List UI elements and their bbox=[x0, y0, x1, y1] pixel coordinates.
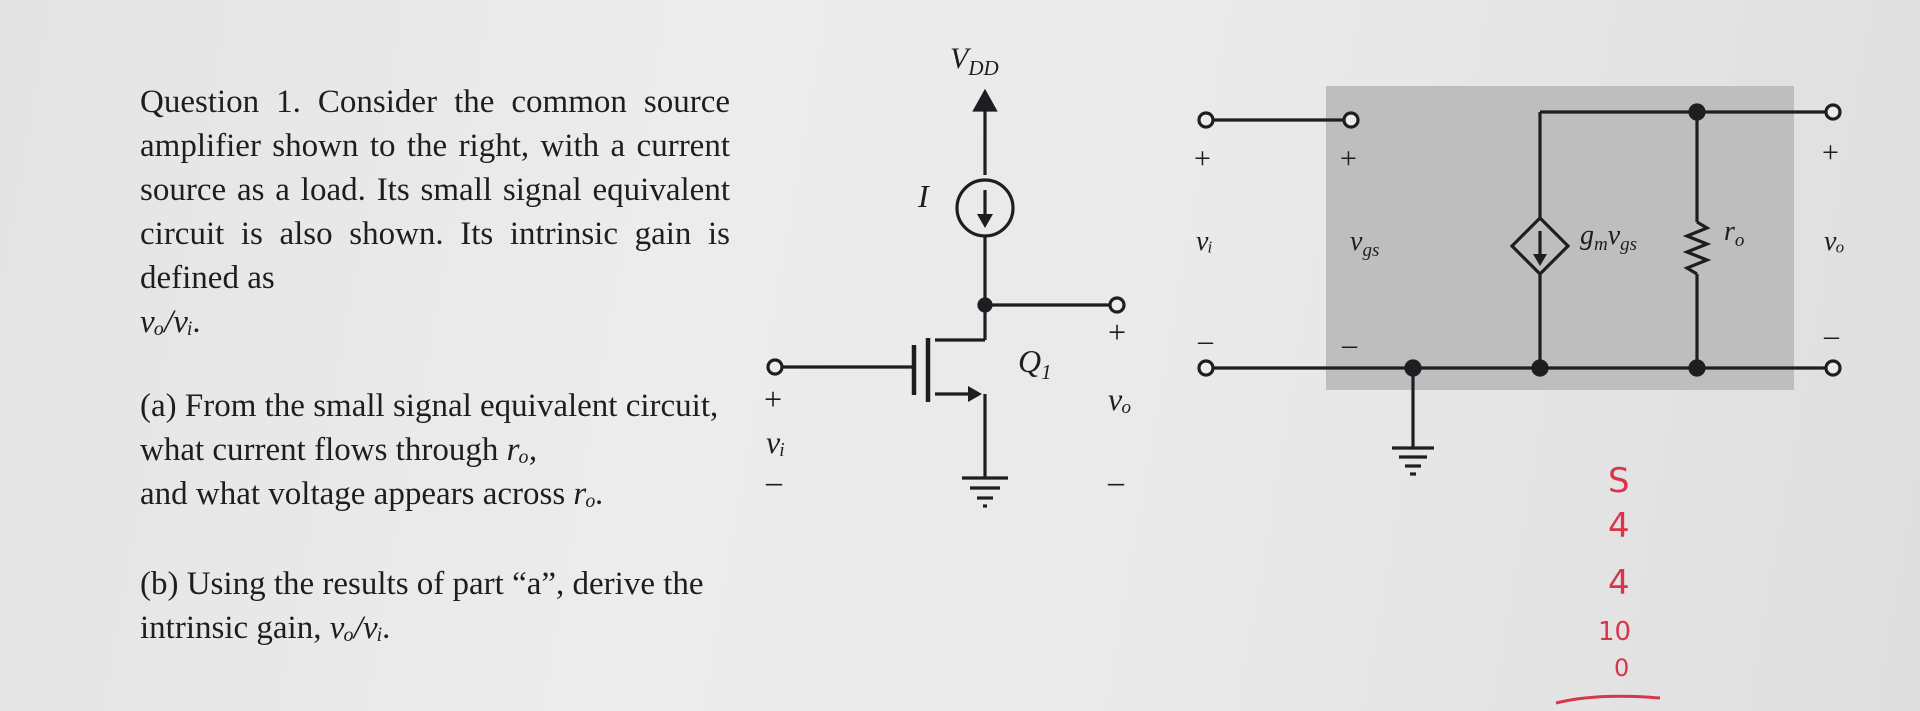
eq-output-bottom-terminal bbox=[1824, 359, 1842, 377]
current-source-label: I bbox=[917, 178, 930, 214]
ro-symbol: rₒ, bbox=[506, 432, 538, 468]
handwritten-s: S bbox=[1608, 461, 1630, 501]
eq-vgs-label: vgs bbox=[1350, 226, 1379, 261]
input-minus: – bbox=[765, 463, 783, 499]
vdd-label: VDD bbox=[950, 42, 999, 80]
eq-input-minus: – bbox=[1197, 324, 1214, 357]
ro-symbol: rₒ. bbox=[573, 476, 604, 512]
handwritten-notes: S 4 4 10 0 bbox=[1555, 461, 1661, 705]
ro-label: ro bbox=[1724, 216, 1744, 251]
part-a: (a) From the small signal equivalent cir… bbox=[140, 388, 719, 512]
input-plus: + bbox=[764, 381, 782, 417]
gain-expression: vₒ/vᵢ. bbox=[329, 610, 392, 646]
output-vo-label: vₒ bbox=[1108, 381, 1131, 417]
eq-vgs-plus: + bbox=[1340, 142, 1357, 175]
vdd-arrow-head bbox=[972, 88, 998, 112]
ro-resistor bbox=[1682, 220, 1712, 276]
eq-vo-label: vₒ bbox=[1824, 226, 1844, 257]
question-1: Question 1. Consider the common source a… bbox=[140, 80, 740, 650]
eq-gate-terminal bbox=[1342, 111, 1360, 129]
gain-definition: vₒ/vᵢ. bbox=[140, 304, 202, 340]
handwritten-0: 0 bbox=[1614, 654, 1629, 682]
cs-amplifier-schematic bbox=[766, 88, 1126, 508]
q1-label: Q1 bbox=[1018, 343, 1052, 384]
output-terminal bbox=[1108, 296, 1126, 314]
cs-amplifier-labels: VDD I Q1 + vᵢ – + vₒ – bbox=[764, 42, 1131, 499]
gm-vgs-label: gmvgs bbox=[1580, 220, 1637, 255]
eq-output-plus: + bbox=[1822, 136, 1839, 169]
output-plus: + bbox=[1108, 314, 1126, 350]
question-intro: Question 1. Consider the common source a… bbox=[140, 84, 730, 340]
input-vi-label: vᵢ bbox=[766, 424, 785, 460]
eq-output-minus: – bbox=[1823, 319, 1840, 352]
part-b: (b) Using the results of part “a”, deriv… bbox=[140, 566, 704, 646]
input-terminal bbox=[766, 358, 784, 376]
eq-input-plus: + bbox=[1194, 142, 1211, 175]
handwritten-stroke bbox=[1555, 694, 1661, 705]
handwritten-4a: 4 bbox=[1608, 506, 1630, 546]
equivalent-labels: + vᵢ – + vgs – gmvgs ro + vₒ – bbox=[1194, 136, 1844, 361]
eq-vgs-minus: – bbox=[1341, 328, 1358, 361]
handwritten-4b: 4 bbox=[1608, 563, 1630, 603]
eq-output-top-terminal bbox=[1824, 103, 1842, 121]
small-signal-equivalent bbox=[1197, 103, 1842, 476]
output-minus: – bbox=[1107, 463, 1125, 499]
eq-input-top-terminal bbox=[1197, 111, 1215, 129]
eq-vi-label: vᵢ bbox=[1196, 226, 1213, 257]
handwritten-10: 10 bbox=[1598, 617, 1631, 647]
eq-input-bottom-terminal bbox=[1197, 359, 1215, 377]
